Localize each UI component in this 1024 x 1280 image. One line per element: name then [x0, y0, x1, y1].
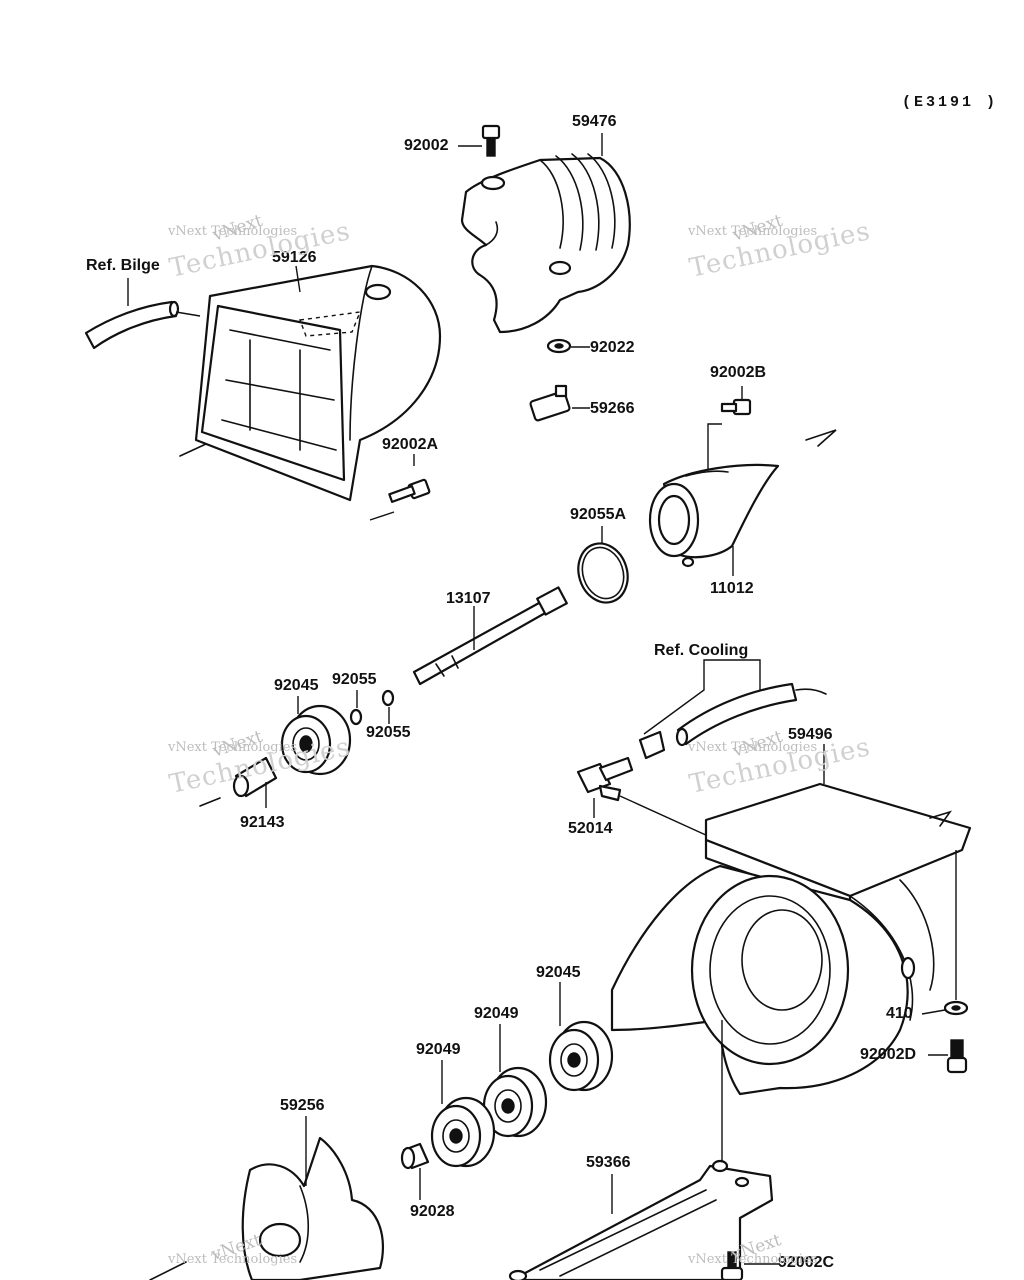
impeller-59256 — [149, 1116, 384, 1280]
label-59256: 59256 — [280, 1097, 325, 1114]
pump-case-59126 — [179, 264, 442, 502]
washer-92022 — [546, 338, 590, 354]
collar-92028 — [400, 1142, 430, 1200]
cooling-hose — [638, 659, 827, 760]
label-92049-left: 92049 — [416, 1041, 461, 1058]
bearing-92045-upper — [280, 696, 352, 776]
o-ring-92055A — [577, 526, 629, 604]
sleeve-92143 — [199, 756, 278, 808]
bolt-92002 — [458, 124, 501, 157]
label-410: 410 — [886, 1005, 913, 1022]
label-92143: 92143 — [240, 814, 285, 831]
diagram-code: (E3191 ) — [902, 94, 999, 111]
bolt-92002B — [707, 386, 752, 470]
pump-body-59496 — [610, 744, 972, 1170]
fitting-59266 — [529, 384, 590, 422]
label-59366: 59366 — [586, 1154, 631, 1171]
label-ref-bilge: Ref. Bilge — [86, 257, 160, 274]
bearing-92045-lower — [548, 982, 614, 1092]
label-11012: 11012 — [710, 580, 754, 597]
label-ref-cooling: Ref. Cooling — [654, 642, 749, 659]
label-59266: 59266 — [590, 400, 635, 417]
bearing-92049-right — [482, 1024, 548, 1138]
label-92028: 92028 — [410, 1203, 455, 1220]
bearing-92049-left — [430, 1060, 496, 1168]
label-13107: 13107 — [446, 590, 491, 607]
label-92022: 92022 — [590, 339, 635, 356]
label-92045-lower: 92045 — [536, 964, 581, 981]
fitting-52014 — [576, 756, 709, 837]
label-92002C: 92002C — [778, 1254, 835, 1271]
bolt-92002D — [928, 1039, 968, 1074]
label-59496: 59496 — [788, 726, 833, 743]
label-92055-a: 92055 — [332, 671, 377, 688]
bolt-92002C — [720, 1251, 780, 1280]
label-52014: 52014 — [568, 820, 613, 837]
bolt-92002A — [369, 454, 431, 521]
label-59126: 59126 — [272, 249, 317, 266]
label-92002A: 92002A — [382, 436, 439, 453]
label-92049-right: 92049 — [474, 1005, 519, 1022]
washer-410 — [921, 1000, 969, 1016]
nozzle-11012 — [648, 429, 837, 576]
label-92002B: 92002B — [710, 364, 767, 381]
label-92002: 92002 — [404, 137, 449, 154]
drive-shaft-13107 — [412, 586, 568, 686]
bilge-hose — [84, 278, 201, 350]
pump-cover-59476 — [460, 133, 631, 334]
label-92055A: 92055A — [570, 506, 627, 523]
label-92002D: 92002D — [860, 1046, 917, 1063]
label-92045-upper: 92045 — [274, 677, 319, 694]
label-59476: 59476 — [572, 113, 617, 130]
label-92055-b: 92055 — [366, 724, 411, 741]
washers-92055 — [349, 689, 395, 726]
